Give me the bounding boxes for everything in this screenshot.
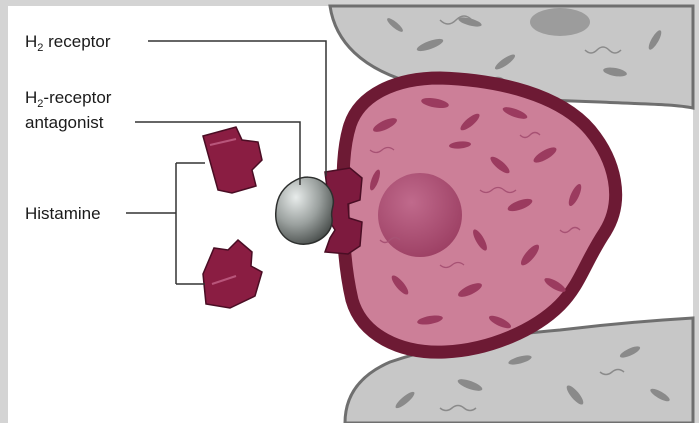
label-histamine: Histamine	[25, 204, 101, 223]
nucleus	[378, 173, 462, 257]
label-h2-receptor-antagonist-line2: antagonist	[25, 113, 104, 132]
